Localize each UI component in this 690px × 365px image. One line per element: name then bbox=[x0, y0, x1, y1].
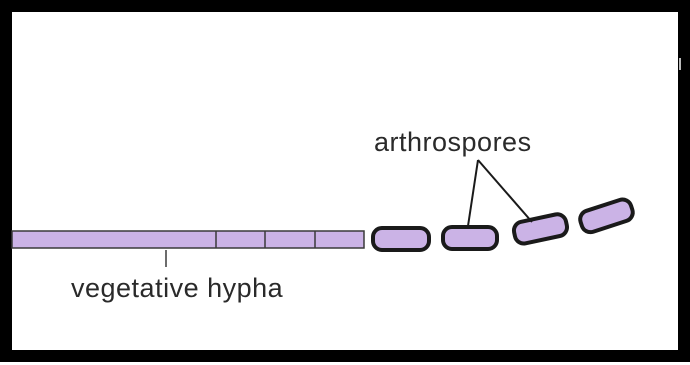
vegetative-hypha bbox=[12, 231, 364, 248]
arthrospores-label: arthrospores bbox=[374, 127, 532, 157]
arthrospore-cell bbox=[373, 228, 429, 250]
hypha-filament bbox=[12, 231, 364, 248]
arthrospore-cell bbox=[443, 227, 497, 249]
vegetative-hypha-label: vegetative hypha bbox=[71, 273, 284, 303]
image-border bbox=[6, 6, 684, 356]
